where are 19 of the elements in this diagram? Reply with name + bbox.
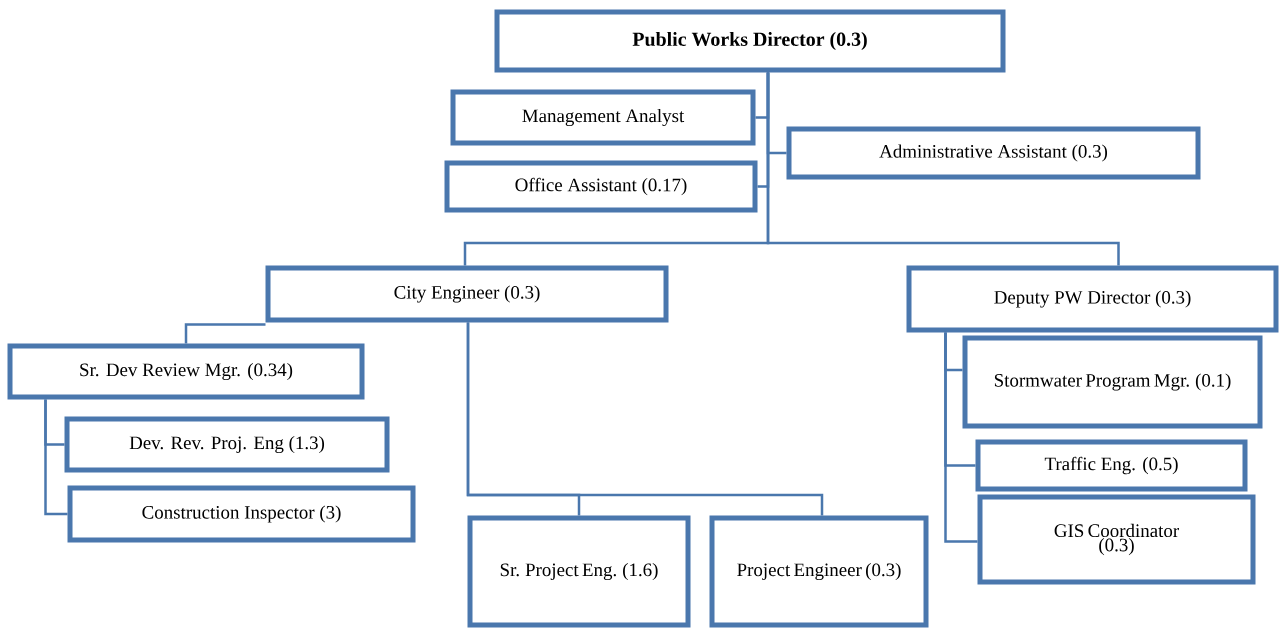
org-box: GIS Coordinator (0.3) (977, 494, 1256, 585)
org-box: Public Works Director (0.3) (494, 9, 1006, 73)
org-box: City Engineer (0.3) (265, 265, 669, 323)
org-box: Administrative Assistant (0.3) (786, 126, 1201, 180)
connector-line (184, 323, 266, 344)
org-box: Stormwater Program Mgr. (0.1) (962, 335, 1263, 429)
org-box: Project Engineer (0.3) (709, 515, 929, 628)
connector-line (944, 332, 978, 543)
connector-line (766, 72, 1120, 266)
org-box: Management Analyst (450, 89, 756, 146)
org-box: Construction Inspector (3) (67, 485, 416, 543)
org-box: Traffic Eng. (0.5) (975, 439, 1248, 492)
org-box: Dev. Rev. Proj. Eng (1.3) (64, 416, 390, 473)
org-box: Sr. Dev Review Mgr. (0.34) (7, 343, 365, 400)
org-box: Office Assistant (0.17) (444, 160, 758, 213)
org-box: Sr. Project Eng. (1.6) (467, 515, 691, 628)
org-box: Deputy PW Director (0.3) (906, 265, 1279, 333)
connector-line (44, 399, 68, 516)
connector-line (466, 322, 824, 516)
